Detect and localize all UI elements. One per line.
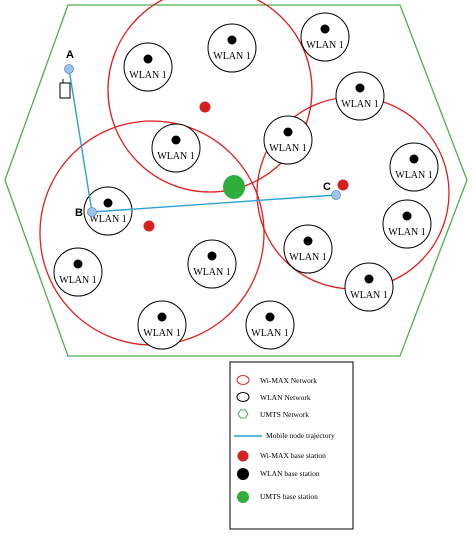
wlan-base-station xyxy=(355,83,365,93)
wlan-label: WLAN 1 xyxy=(289,252,327,263)
wlan-cell: WLAN 1 xyxy=(187,239,237,289)
legend-wimax-station-label: Wi-MAX base station xyxy=(260,451,326,460)
legend-wlan-network-symbol xyxy=(236,392,250,402)
wlan-cell: WLAN 1 xyxy=(389,142,439,192)
wlan-base-station xyxy=(320,24,330,34)
point-label-a: A xyxy=(66,49,74,61)
wlan-base-station xyxy=(157,312,167,322)
wimax-network-circle-top xyxy=(107,0,313,193)
legend-box xyxy=(229,361,354,530)
wlan-label: WLAN 1 xyxy=(129,70,167,81)
legend-wimax-station-symbol xyxy=(237,450,249,462)
wlan-cell: WLAN 1 xyxy=(151,123,201,173)
wlan-label: WLAN 1 xyxy=(59,275,97,286)
umts-network-hexagon xyxy=(4,4,468,357)
wlan-label: WLAN 1 xyxy=(306,40,344,51)
wlan-cell: WLAN 1 xyxy=(300,12,350,62)
wlan-base-station xyxy=(227,35,237,45)
legend-wimax-network-label: Wi-MAX Network xyxy=(260,376,317,385)
wlan-cell: WLAN 1 xyxy=(344,262,394,312)
legend-umts-station-label: UMTS base station xyxy=(260,492,318,501)
wimax-base-station xyxy=(337,179,349,191)
wlan-base-station xyxy=(103,198,113,208)
wlan-base-station xyxy=(402,211,412,221)
legend-wlan-station-symbol xyxy=(237,468,249,480)
wlan-cell: WLAN 1 xyxy=(283,224,333,274)
wlan-label: WLAN 1 xyxy=(213,51,251,62)
wlan-label: WLAN 1 xyxy=(89,214,127,225)
wlan-base-station xyxy=(171,135,181,145)
wlan-label: WLAN 1 xyxy=(251,328,289,339)
legend-umts-network-label: UMTS Network xyxy=(260,410,309,419)
legend-umts-station-symbol xyxy=(237,491,249,503)
wlan-base-station xyxy=(283,127,293,137)
wlan-label: WLAN 1 xyxy=(341,99,379,110)
node-c xyxy=(331,190,341,200)
wlan-label: WLAN 1 xyxy=(193,267,231,278)
node-a xyxy=(64,64,74,74)
legend-wlan-station-label: WLAN base station xyxy=(260,469,320,478)
wlan-base-station xyxy=(73,259,83,269)
wlan-label: WLAN 1 xyxy=(269,143,307,154)
point-label-b: B xyxy=(75,207,83,219)
wlan-label: WLAN 1 xyxy=(143,328,181,339)
point-label-c: C xyxy=(323,181,331,193)
wlan-base-station xyxy=(265,312,275,322)
wlan-label: WLAN 1 xyxy=(157,151,195,162)
wlan-cell: WLAN 1 xyxy=(382,199,432,249)
wlan-label: WLAN 1 xyxy=(388,227,426,238)
wlan-cell: WLAN 1 xyxy=(137,300,187,350)
wlan-base-station xyxy=(143,54,153,64)
wimax-base-station xyxy=(199,101,211,113)
wlan-base-station xyxy=(409,154,419,164)
wlan-base-station xyxy=(303,236,313,246)
wimax-base-station xyxy=(143,220,155,232)
legend-trajectory-label: Mobile node trajectory xyxy=(266,431,335,440)
wlan-cell: WLAN 1 xyxy=(53,247,103,297)
legend-wimax-network-symbol xyxy=(236,375,250,385)
wlan-base-station xyxy=(207,251,217,261)
wlan-cell: WLAN 1 xyxy=(123,42,173,92)
legend-wlan-network-label: WLAN Network xyxy=(260,393,311,402)
wlan-cell: WLAN 1 xyxy=(245,300,295,350)
wlan-cell: WLAN 1 xyxy=(207,23,257,73)
mobile-device-icon xyxy=(59,79,71,99)
legend: Wi-MAX Network WLAN Network UMTS Network… xyxy=(229,361,354,530)
wlan-label: WLAN 1 xyxy=(350,290,388,301)
wlan-cell: WLAN 1 xyxy=(263,115,313,165)
legend-umts-network-symbol xyxy=(237,409,249,419)
wlan-base-station xyxy=(364,274,374,284)
wlan-label: WLAN 1 xyxy=(395,170,433,181)
umts-base-station xyxy=(223,175,245,199)
wlan-cell: WLAN 1 xyxy=(335,71,385,121)
node-b xyxy=(87,207,97,217)
